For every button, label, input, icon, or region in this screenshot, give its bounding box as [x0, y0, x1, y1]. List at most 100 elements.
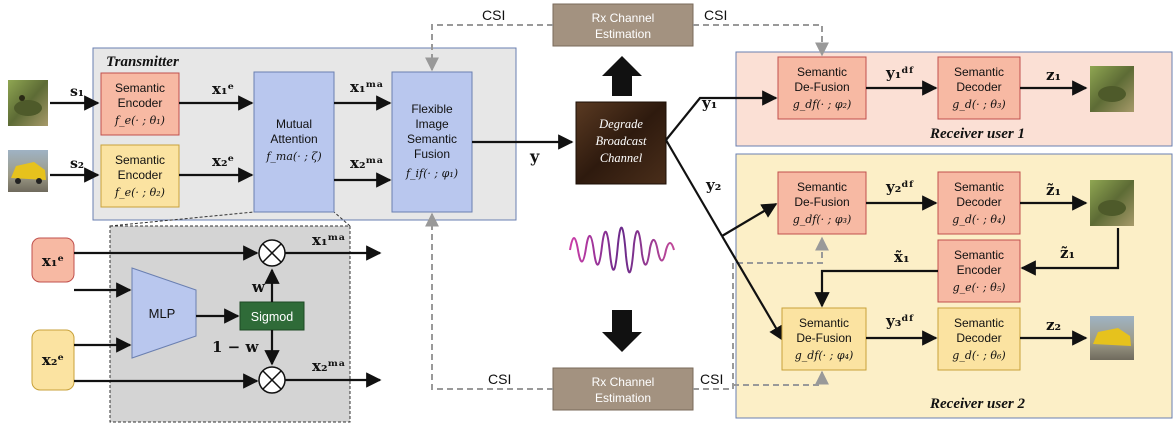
label-y1df: y₁ᵈᶠ: [885, 64, 915, 82]
label-out-x1ma: x₁ᵐᵃ: [312, 231, 345, 249]
csi-bottom-right: CSI: [700, 371, 723, 387]
semantic-de-fusion-1: Semantic De-Fusion g_df(· ; φ₂): [777, 56, 867, 120]
car-image-icon: [8, 150, 48, 192]
csi-bottom-left: CSI: [488, 371, 511, 387]
svg-text:Semantic: Semantic: [954, 180, 1004, 194]
transmitter-title: Transmitter: [106, 54, 179, 70]
label-z1-tilde: z̃₁: [1046, 181, 1061, 199]
svg-text:Encoder: Encoder: [118, 168, 163, 182]
label-z2: z₂: [1046, 316, 1061, 334]
label-x2e: x₂ᵉ: [212, 152, 234, 170]
label-y2df: y₂ᵈᶠ: [885, 178, 915, 196]
car-output-image-icon: [1090, 316, 1134, 360]
input-x2e-block: x₂ᵉ: [31, 329, 75, 391]
semantic-encoder-1: Semantic Encoder f_e(· ; θ₁): [100, 72, 180, 136]
csi-top-right: CSI: [704, 7, 727, 23]
svg-text:x₂ᵉ: x₂ᵉ: [42, 351, 64, 369]
svg-text:Image: Image: [415, 117, 449, 131]
svg-text:Estimation: Estimation: [595, 27, 651, 41]
frog-output-image-icon: [1090, 66, 1134, 112]
frog-image-icon: [8, 80, 48, 126]
rx-channel-estimation-bottom: Rx Channel Estimation: [552, 367, 694, 411]
label-one-minus-w: 1 − w: [212, 338, 259, 356]
label-y: y: [529, 147, 540, 166]
svg-text:Encoder: Encoder: [118, 96, 163, 110]
degrade-broadcast-channel: Degrade Broadcast Channel: [575, 101, 667, 185]
svg-text:Estimation: Estimation: [595, 391, 651, 405]
svg-text:Encoder: Encoder: [957, 263, 1002, 277]
svg-text:Semantic: Semantic: [797, 180, 847, 194]
svg-text:Decoder: Decoder: [956, 195, 1001, 209]
svg-text:g_d(· ; θ₄): g_d(· ; θ₄): [952, 213, 1005, 226]
detail-connector-right: [333, 211, 351, 227]
semantic-encoder-2: Semantic Encoder f_e(· ; θ₂): [100, 144, 180, 208]
label-z1-tilde-feedback: z̃₁: [1060, 244, 1075, 262]
svg-text:Flexible: Flexible: [411, 102, 453, 116]
svg-text:Broadcast: Broadcast: [596, 134, 647, 148]
svg-text:Semantic: Semantic: [954, 65, 1004, 79]
svg-text:MLP: MLP: [149, 306, 176, 321]
label-w: w: [251, 278, 266, 296]
semantic-decoder-2: Semantic Decoder g_d(· ; θ₄): [937, 171, 1021, 235]
receiver2-title: Receiver user 2: [929, 396, 1025, 412]
svg-text:x₁ᵉ: x₁ᵉ: [42, 252, 64, 270]
svg-text:De-Fusion: De-Fusion: [794, 195, 849, 209]
label-s2: s₂: [70, 156, 84, 172]
svg-text:Degrade: Degrade: [598, 117, 643, 131]
rx-channel-estimation-top: Rx Channel Estimation: [552, 3, 694, 47]
semantic-decoder-3: Semantic Decoder g_d(· ; θ₆): [937, 307, 1021, 371]
label-x1e: x₁ᵉ: [212, 80, 234, 98]
label-x1ma: x₁ᵐᵃ: [350, 78, 383, 96]
svg-text:Fusion: Fusion: [414, 147, 450, 161]
svg-text:g_e(· ; θ₅): g_e(· ; θ₅): [953, 281, 1006, 294]
frog-reconstructed-image-icon: [1090, 180, 1134, 226]
label-x2ma: x₂ᵐᵃ: [350, 154, 383, 172]
label-y3df: y₃ᵈᶠ: [885, 312, 915, 330]
label-y1: y₁: [701, 94, 717, 112]
svg-text:g_d(· ; θ₆): g_d(· ; θ₆): [952, 349, 1005, 362]
svg-text:Semantic: Semantic: [407, 132, 457, 146]
svg-text:Semantic: Semantic: [797, 65, 847, 79]
semantic-de-fusion-3: Semantic De-Fusion g_df(· ; φ₄): [781, 307, 867, 371]
semantic-decoder-1: Semantic Decoder g_d(· ; θ₃): [937, 56, 1021, 120]
svg-text:Decoder: Decoder: [956, 331, 1001, 345]
label-s1: s₁: [70, 84, 84, 100]
sigmod-block: Sigmod: [239, 301, 305, 331]
svg-text:De-Fusion: De-Fusion: [796, 331, 851, 345]
svg-text:Semantic: Semantic: [115, 153, 165, 167]
svg-text:g_df(· ; φ₃): g_df(· ; φ₃): [793, 213, 852, 226]
svg-text:Attention: Attention: [270, 132, 317, 146]
svg-text:g_df(· ; φ₄): g_df(· ; φ₄): [795, 349, 854, 362]
svg-text:Semantic: Semantic: [115, 81, 165, 95]
receiver1-title: Receiver user 1: [929, 126, 1025, 142]
csi-top-left: CSI: [482, 7, 505, 23]
svg-text:Rx Channel: Rx Channel: [592, 375, 655, 389]
label-y2: y₂: [705, 176, 721, 194]
svg-text:f_e(· ; θ₁): f_e(· ; θ₁): [114, 114, 165, 127]
mlp-block: MLP: [131, 267, 197, 359]
svg-text:g_d(· ; θ₃): g_d(· ; θ₃): [952, 98, 1005, 111]
svg-text:f_if(· ; φ₁): f_if(· ; φ₁): [405, 167, 458, 180]
svg-text:Sigmod: Sigmod: [251, 310, 293, 324]
svg-text:Mutual: Mutual: [276, 117, 312, 131]
waveform-icon: [569, 226, 675, 274]
semantic-de-fusion-2: Semantic De-Fusion g_df(· ; φ₃): [777, 171, 867, 235]
detail-connector-left: [109, 211, 255, 227]
up-arrow-icon: [602, 56, 642, 96]
mutual-attention-block: Mutual Attention f_ma(· ; ζ): [253, 71, 335, 213]
flexible-image-semantic-fusion-block: Flexible Image Semantic Fusion f_if(· ; …: [391, 71, 473, 213]
svg-text:g_df(· ; φ₂): g_df(· ; φ₂): [793, 98, 852, 111]
down-arrow-icon: [602, 310, 642, 352]
label-out-x2ma: x₂ᵐᵃ: [312, 357, 345, 375]
svg-text:De-Fusion: De-Fusion: [794, 80, 849, 94]
svg-text:Rx Channel: Rx Channel: [592, 11, 655, 25]
multiply-icon: [258, 239, 286, 267]
svg-text:Semantic: Semantic: [799, 316, 849, 330]
label-x1-tilde: x̃₁: [894, 248, 910, 266]
input-x1e-block: x₁ᵉ: [31, 237, 75, 283]
multiply-icon-2: [258, 366, 286, 394]
label-z1: z₁: [1046, 66, 1061, 84]
svg-text:f_e(· ; θ₂): f_e(· ; θ₂): [114, 186, 165, 199]
svg-text:Semantic: Semantic: [954, 316, 1004, 330]
